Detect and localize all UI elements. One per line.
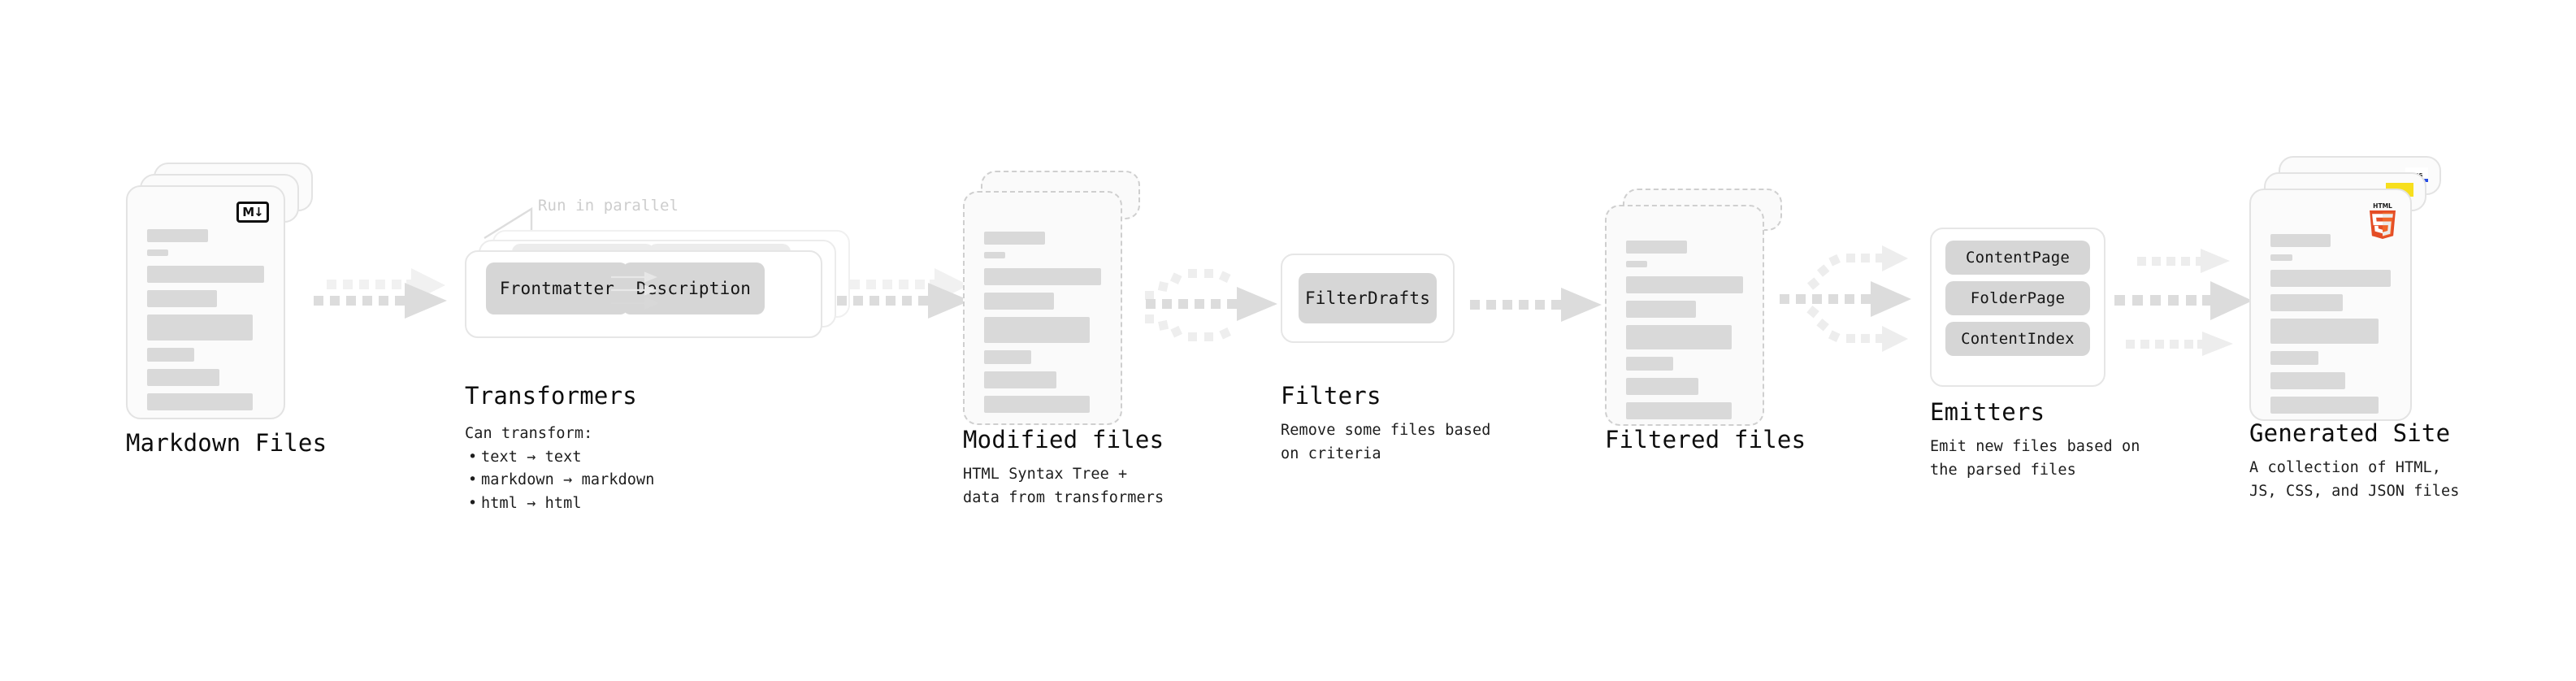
content-line — [2270, 319, 2379, 344]
filters-title: Filters — [1281, 382, 1381, 410]
markdown-content-lines — [147, 229, 264, 418]
emitter-chip-contentindex[interactable]: ContentIndex — [1945, 322, 2090, 356]
content-line — [984, 232, 1045, 245]
content-line — [2270, 270, 2391, 287]
html5-icon: HTML — [2370, 202, 2396, 239]
connector-transformers-to-modified — [837, 268, 970, 319]
modified-card-front — [963, 191, 1122, 425]
run-in-parallel-note: Run in parallel — [538, 197, 679, 215]
generated-card-front-html: HTML — [2249, 189, 2412, 421]
transformer-chip-frontmatter[interactable]: Frontmatter — [486, 262, 628, 314]
modified-files-caption: HTML Syntax Tree + data from transformer… — [963, 466, 1164, 506]
modified-content-lines — [984, 232, 1101, 420]
transform-item: markdown → markdown — [468, 469, 655, 492]
markdown-badge-front: M↓ — [236, 202, 269, 223]
content-line — [147, 348, 194, 362]
generated-site-title: Generated Site — [2249, 419, 2451, 447]
generated-content-lines — [2270, 234, 2391, 421]
content-line — [2270, 294, 2343, 311]
modified-files-title: Modified files — [963, 426, 1164, 453]
svg-text:HTML: HTML — [2373, 202, 2392, 210]
content-line — [2270, 234, 2331, 247]
connector-emitters-to-site — [2114, 249, 2253, 356]
emitter-chip-contentpage[interactable]: ContentPage — [1945, 241, 2090, 275]
modified-files-card-stack — [963, 171, 1150, 431]
emitter-chip-folderpage[interactable]: FolderPage — [1945, 281, 2090, 315]
filter-chip-filterdrafts[interactable]: FilterDrafts — [1299, 273, 1437, 323]
content-line — [984, 371, 1057, 388]
transform-item: text → text — [468, 446, 655, 470]
content-line — [147, 314, 253, 340]
transformers-transform-list: text → text markdown → markdown html → h… — [465, 446, 655, 516]
content-line — [1626, 241, 1687, 254]
filtered-content-lines — [1626, 241, 1743, 427]
content-line — [147, 266, 264, 283]
content-line — [147, 229, 208, 242]
generated-site-card-stack: CSS HTML — [2249, 156, 2452, 424]
connector-modified-to-filters — [1145, 269, 1277, 341]
content-line — [2270, 397, 2379, 414]
content-line — [147, 369, 220, 386]
content-line — [1626, 402, 1732, 419]
markdown-card-front: M↓ — [126, 185, 285, 419]
generated-site-caption: A collection of HTML, JS, CSS, and JSON … — [2249, 459, 2460, 500]
content-line — [1626, 301, 1697, 318]
connector-filters-to-filtered — [1470, 288, 1602, 322]
transform-item: html → html — [468, 492, 655, 516]
content-line — [2270, 254, 2292, 261]
content-line — [1626, 378, 1699, 395]
content-line — [2270, 351, 2319, 365]
content-line — [2270, 372, 2345, 389]
run-in-parallel-leader-line — [484, 206, 533, 240]
content-line — [147, 249, 168, 256]
markdown-files-title: Markdown Files — [126, 429, 327, 457]
markdown-icon: M↓ — [236, 202, 269, 223]
filters-caption: Remove some files based on criteria — [1281, 422, 1491, 462]
connector-filtered-to-emitters — [1780, 245, 1911, 352]
content-line — [984, 268, 1101, 285]
html5-badge-wrapper: HTML — [2366, 202, 2399, 239]
content-line — [1626, 261, 1647, 267]
content-line — [147, 393, 253, 410]
content-line — [984, 293, 1055, 310]
content-line — [1626, 325, 1732, 349]
content-line — [984, 317, 1090, 343]
transformers-caption-lead: Can transform: — [465, 425, 593, 442]
content-line — [984, 350, 1031, 364]
content-line — [1626, 357, 1673, 371]
content-line — [147, 290, 218, 307]
transformers-title: Transformers — [465, 382, 637, 410]
markdown-files-card-stack: M↓ M↓ M↓ — [126, 163, 313, 423]
transformers-caption: Can transform: text → text markdown → ma… — [465, 423, 655, 516]
filtered-card-front — [1605, 205, 1764, 426]
filtered-files-card-stack — [1605, 189, 1792, 432]
connector-markdown-to-transformers — [314, 268, 447, 319]
content-line — [984, 252, 1005, 258]
transformer-inner-arrows — [611, 271, 660, 310]
emitters-title: Emitters — [1930, 398, 2045, 426]
content-line — [1626, 276, 1743, 293]
emitters-caption: Emit new files based on the parsed files — [1930, 438, 2140, 479]
filtered-files-title: Filtered files — [1605, 426, 1806, 453]
content-line — [984, 396, 1090, 413]
